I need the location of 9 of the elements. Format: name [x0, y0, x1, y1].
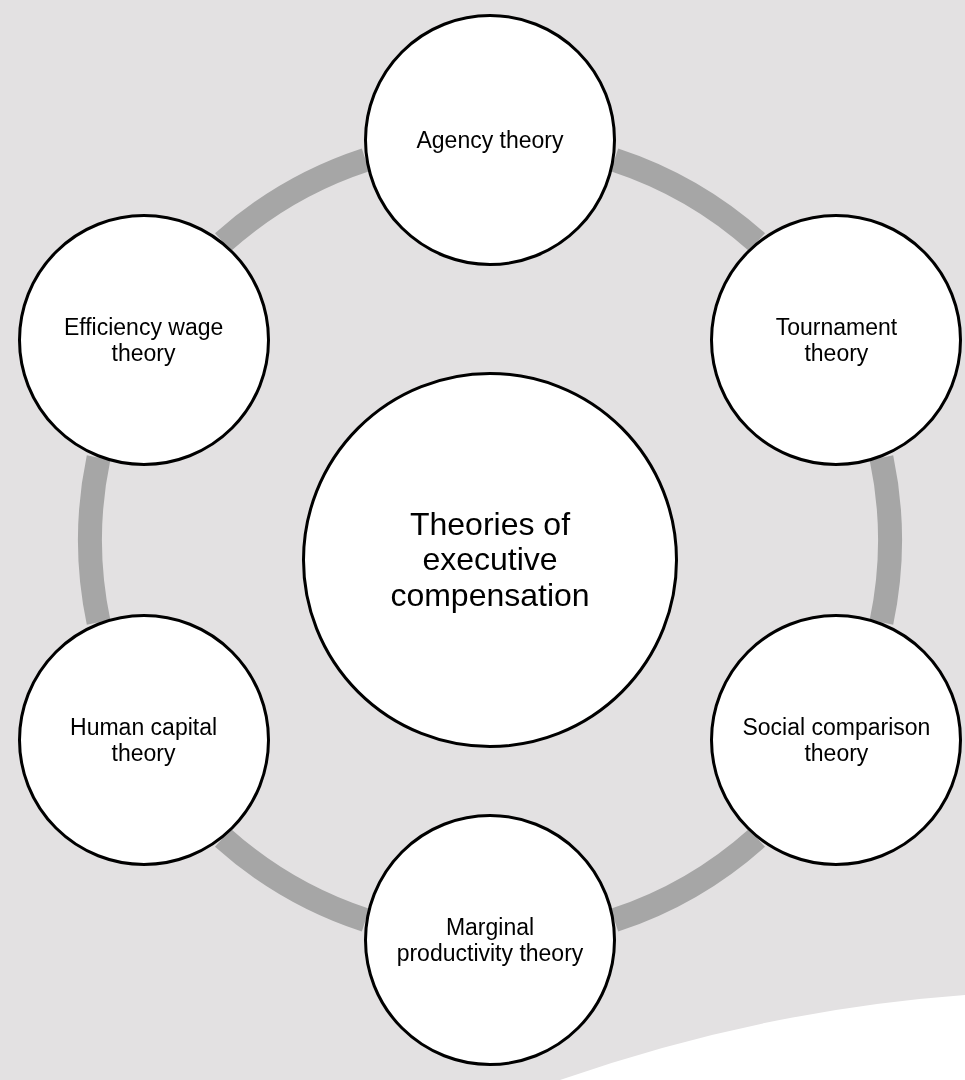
ring-connector: [869, 455, 902, 625]
theory-label: Social comparison theory: [741, 713, 932, 767]
ring-connector: [78, 455, 111, 625]
theory-label: Theories of executive compensation: [389, 507, 591, 613]
theory-label: Efficiency wage theory: [62, 313, 225, 367]
theory-label: Human capital theory: [69, 713, 219, 767]
theory-label: Tournament theory: [774, 313, 899, 367]
theory-label: Agency theory: [416, 126, 564, 154]
theory-label: Marginal productivity theory: [395, 913, 585, 967]
